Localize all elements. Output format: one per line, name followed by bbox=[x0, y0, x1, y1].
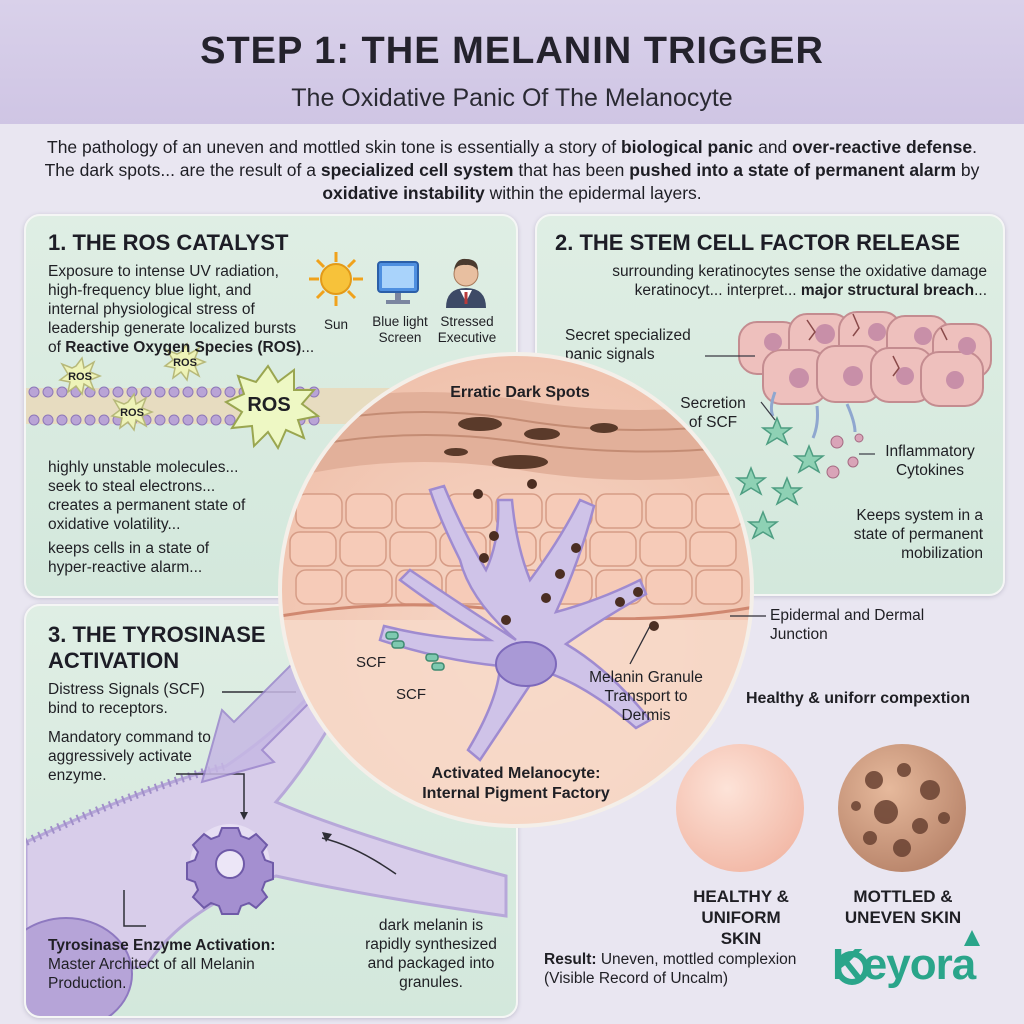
leader-lines-p3 bbox=[123, 691, 397, 927]
secretion-arrows bbox=[769, 391, 857, 439]
keyora-logo: Keyora bbox=[832, 940, 976, 989]
ros-burst-small-1 bbox=[58, 356, 103, 396]
panel-ros-catalyst: 1. THE ROS CATALYST Exposure to intense … bbox=[24, 214, 518, 598]
ros-label-1: ROS bbox=[68, 371, 92, 383]
screen-label: Blue light Screen bbox=[372, 314, 428, 345]
ros-effects: highly unstable molecules... seek to ste… bbox=[48, 459, 246, 576]
executive-icon bbox=[446, 258, 486, 308]
ros-label-large: ROS bbox=[247, 394, 291, 416]
dark-spots-label: Erratic Dark Spots bbox=[450, 384, 590, 401]
granule-transport-label: Melanin Granule Transport to Dermis bbox=[589, 669, 703, 724]
distress-signals-text: Distress Signals (SCF) bind to receptors… bbox=[48, 681, 205, 717]
sun-label: Sun bbox=[323, 317, 349, 332]
stem-cell-factor-title: 2. THE STEM CELL FACTOR RELEASE bbox=[555, 230, 961, 255]
screen-icon bbox=[377, 261, 419, 304]
result-text: Result: Uneven, mottled complexion (Visi… bbox=[544, 951, 797, 987]
sun-icon bbox=[309, 252, 363, 306]
nucleus-blob bbox=[26, 917, 133, 1016]
dark-melanin-text: dark melanin is rapidly synthesized and … bbox=[365, 917, 497, 991]
secretion-scf-label: Secretion of SCF bbox=[680, 395, 746, 431]
ros-label-2: ROS bbox=[173, 357, 197, 369]
cytokine-dots bbox=[826, 433, 864, 479]
page-subtitle: The Oxidative Panic Of The Melanocyte bbox=[291, 84, 733, 112]
healthy-skin-label: HEALTHY & UNIFORM SKIN bbox=[693, 887, 789, 948]
mandatory-command-text: Mandatory command to aggressively activa… bbox=[48, 729, 211, 784]
tyrosinase-enzyme-text: Tyrosinase Enzyme Activation: Master Arc… bbox=[48, 937, 276, 992]
damage-cracks bbox=[806, 313, 948, 377]
panel-stem-cell-factor: 2. THE STEM CELL FACTOR RELEASE surround… bbox=[535, 214, 1005, 596]
cytokines-label: Inflammatory Cytokines bbox=[885, 443, 975, 479]
ros-burst-small-2 bbox=[163, 342, 208, 382]
junction-label: Epidermal and Dermal Junction bbox=[770, 607, 925, 643]
keratinocyte-description: surrounding keratinocytes sense the oxid… bbox=[612, 263, 987, 299]
scf-molecules bbox=[680, 415, 826, 540]
mottled-spots bbox=[851, 763, 950, 857]
mobilization-label: Keeps system in a state of permanent mob… bbox=[853, 507, 983, 562]
tyrosinase-title: 3. THE TYROSINASE ACTIVATION bbox=[48, 622, 266, 673]
page-title: STEP 1: THE MELANIN TRIGGER bbox=[200, 30, 824, 72]
ros-description: Exposure to intense UV radiation, high-f… bbox=[48, 263, 315, 356]
activated-melanocyte-label: Activated Melanocyte: Internal Pigment F… bbox=[422, 765, 610, 802]
scf-label-b: SCF bbox=[396, 686, 426, 703]
keratinocyte-nuclei bbox=[764, 323, 976, 389]
healthy-skin-circle bbox=[676, 744, 804, 872]
ros-burst-small-3 bbox=[110, 392, 155, 432]
mottled-skin-circle bbox=[838, 744, 966, 872]
scf-label-a: SCF bbox=[356, 654, 386, 671]
ros-catalyst-title: 1. THE ROS CATALYST bbox=[48, 230, 289, 255]
executive-label: Stressed Executive bbox=[437, 314, 497, 345]
comparison-heading: Healthy & uniforr compextion bbox=[746, 690, 971, 707]
header-band bbox=[0, 0, 1024, 124]
intro-paragraph: The pathology of an uneven and mottled s… bbox=[44, 137, 980, 203]
panel-tyrosinase-activation: 3. THE TYROSINASE ACTIVATION Distress Si… bbox=[24, 604, 518, 1018]
ros-label-3: ROS bbox=[120, 407, 144, 419]
keratinocyte-illustration bbox=[680, 311, 992, 540]
mottled-skin-label: MOTTLED & UNEVEN SKIN bbox=[844, 887, 962, 927]
keratinocyte-cluster bbox=[738, 311, 992, 407]
gear-icon bbox=[186, 824, 274, 915]
secret-signals-label: Secret specialized panic signals bbox=[565, 327, 691, 363]
